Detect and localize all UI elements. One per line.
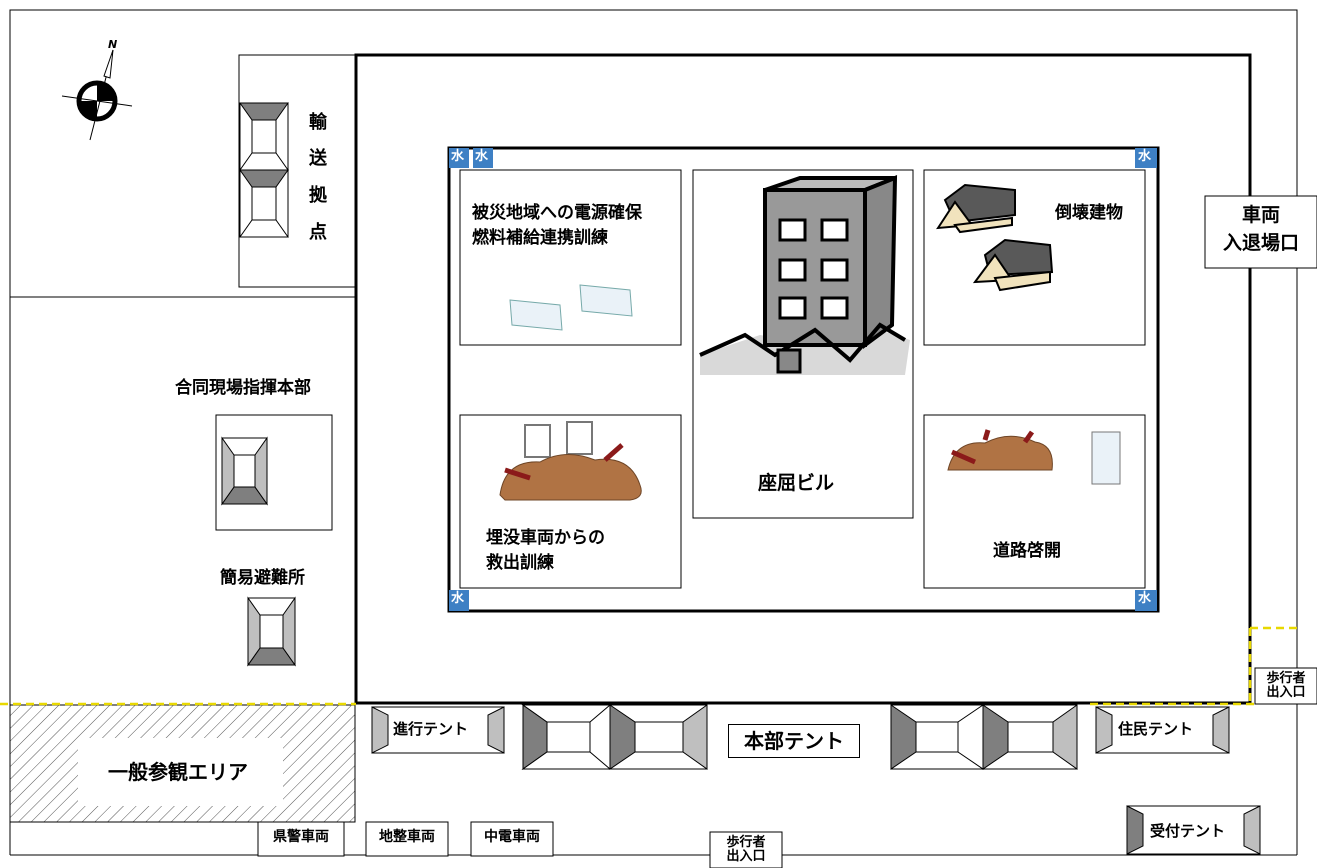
drill-collapsed-label: 倒壊建物: [1055, 203, 1123, 223]
drill-power-line2: 燃料補給連携訓練: [472, 228, 608, 248]
chuden-vehicle-label: 中電車両: [484, 829, 540, 845]
transport-char-1: 輸: [309, 112, 327, 133]
collapsed-building-icon: [699, 175, 910, 375]
transport-tent: [239, 169, 289, 238]
ped-gate-bottom-line1: 歩行者: [726, 835, 766, 850]
bureau-vehicle-box: [365, 821, 449, 857]
water-icon: 水: [451, 591, 465, 606]
collapsed-house-icon: [936, 183, 1054, 292]
ped-gate-right-line1: 歩行者: [1266, 671, 1306, 686]
drill-power: [459, 169, 682, 346]
shelter-label: 簡易避難所: [220, 568, 305, 588]
reception-tent-label: 受付テント: [1150, 822, 1226, 840]
water-marker-icon: [449, 148, 1157, 611]
shelter-tent: [247, 596, 296, 667]
bureau-vehicle-label: 地整車両: [379, 829, 435, 845]
hq-tent-row: [521, 704, 1078, 770]
ped-gate-right-line2: 出入口: [1266, 685, 1306, 700]
drill-buried-line2: 救出訓練: [486, 553, 554, 573]
vehicle-icon: [509, 284, 633, 331]
water-icon: 水: [1138, 149, 1152, 164]
water-icon: 水: [1138, 591, 1152, 606]
water-icon: 水: [475, 149, 489, 164]
police-vehicle-box: [257, 821, 345, 857]
drill-road-label: 道路啓開: [993, 541, 1061, 561]
police-vehicle-label: 県警車両: [273, 829, 329, 845]
compass-north-label: N: [108, 38, 118, 51]
transport-tent: [239, 102, 289, 171]
public-area-label-bg: [78, 738, 283, 806]
public-area-label: 一般参観エリア: [108, 760, 248, 784]
pedestrian-gate-bottom: [709, 831, 783, 868]
residents-tent-label: 住民テント: [1118, 720, 1194, 738]
chuden-vehicle-box: [470, 821, 554, 857]
transport-char-3: 拠: [309, 185, 327, 206]
progress-tent-label: 進行テント: [393, 720, 469, 738]
drill-power-line1: 被災地域への電源確保: [472, 203, 642, 223]
debris-pile-icon: [499, 421, 642, 501]
transport-char-4: 点: [309, 222, 327, 243]
vehicle-gate-line1: 車両: [1241, 204, 1280, 226]
transport-char-2: 送: [309, 148, 327, 169]
water-icon: 水: [451, 149, 465, 164]
drill-buried-line1: 埋没車両からの: [486, 528, 605, 548]
ped-gate-bottom-line2: 出入口: [726, 849, 766, 864]
joint-hq-tent: [221, 436, 268, 506]
drill-building-label: 座屈ビル: [758, 472, 835, 494]
hq-tent-label: 本部テント: [728, 724, 860, 758]
site-boundary: [9, 9, 1298, 855]
vehicle-gate-line2: 入退場口: [1222, 232, 1299, 254]
vehicle-gate: [1204, 195, 1317, 269]
pedestrian-gate-right: [1254, 667, 1317, 705]
joint-hq-label: 合同現場指揮本部: [175, 378, 311, 398]
road-debris-icon: [947, 429, 1121, 485]
compass-icon: [61, 49, 133, 141]
